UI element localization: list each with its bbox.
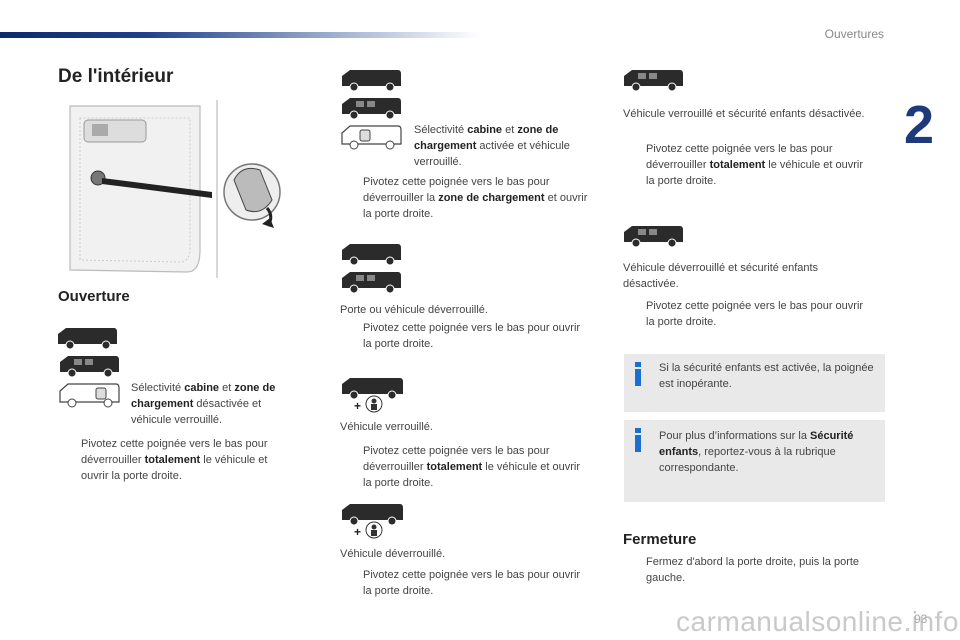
col3-status-1: Véhicule verrouillé et sécurité enfants … [623,108,865,120]
col3-bullet-3: Fermez d'abord la porte droite, puis la … [646,556,860,584]
col3-bullet-2: Pivotez cette poignée vers le bas pour o… [646,300,864,328]
info-icon [634,428,642,452]
info-box-text: Pour plus d’informations sur la Sécurité… [659,430,854,474]
van-icon [342,272,401,294]
svg-text:+: + [354,399,361,413]
section-header: Ouvertures [824,27,884,41]
col3-bullet-1: Pivotez cette poignée vers le bas pour d… [646,143,864,187]
col2-bullet-3: Pivotez cette poignée vers le bas pour d… [363,445,581,489]
door-handle-illustration [62,100,292,278]
col2-bullet-2: Pivotez cette poignée vers le bas pour o… [363,322,581,350]
van-child-lock-icon: + [342,504,403,539]
ouverture-heading: Ouverture [58,288,130,305]
col2-bullet-4: Pivotez cette poignée vers le bas pour o… [363,569,581,597]
info-box-reference: Pour plus d’informations sur la Sécurité… [624,420,885,502]
col2-selectivity-text: Sélectivité cabine et zone de chargement… [414,124,570,168]
col2-bullet-1: Pivotez cette poignée vers le bas pour d… [363,176,588,220]
van-icon [624,226,683,248]
fermeture-heading: Fermeture [623,531,697,548]
unlocked-status: Véhicule déverrouillé. [340,548,446,560]
col3-status-2: Véhicule déverrouillé et sécurité enfant… [623,262,819,290]
info-box-text: Si la sécurité enfants est activée, la p… [659,362,874,390]
van-locked-icon [342,98,401,120]
van-child-lock-icon: + [342,378,403,413]
van-locked-icon [58,328,117,350]
ouverture-bullet: Pivotez cette poignée vers le bas pour d… [81,438,268,482]
svg-text:+: + [354,525,361,539]
van-icon [342,70,401,92]
locked-status: Véhicule verrouillé. [340,421,433,433]
ouverture-selectivity-text: Sélectivité cabine et zone de chargement… [131,382,276,426]
header-accent-bar [0,32,480,38]
page-number: 93 [914,612,928,626]
info-box-child-lock: Si la sécurité enfants est activée, la p… [624,354,885,412]
page-title: De l'intérieur [58,66,174,87]
porte-unlocked-status: Porte ou véhicule déverrouillé. [340,304,488,316]
watermark: carmanualsonline.info [676,606,959,637]
chapter-number: 2 [904,95,935,155]
info-icon [634,362,642,386]
van-icon [342,244,401,266]
van-locked-icon [60,356,119,378]
van-cargo-unlocked-icon [59,383,120,408]
van-icon [624,70,683,92]
van-cabin-unlocked-icon [341,125,402,150]
